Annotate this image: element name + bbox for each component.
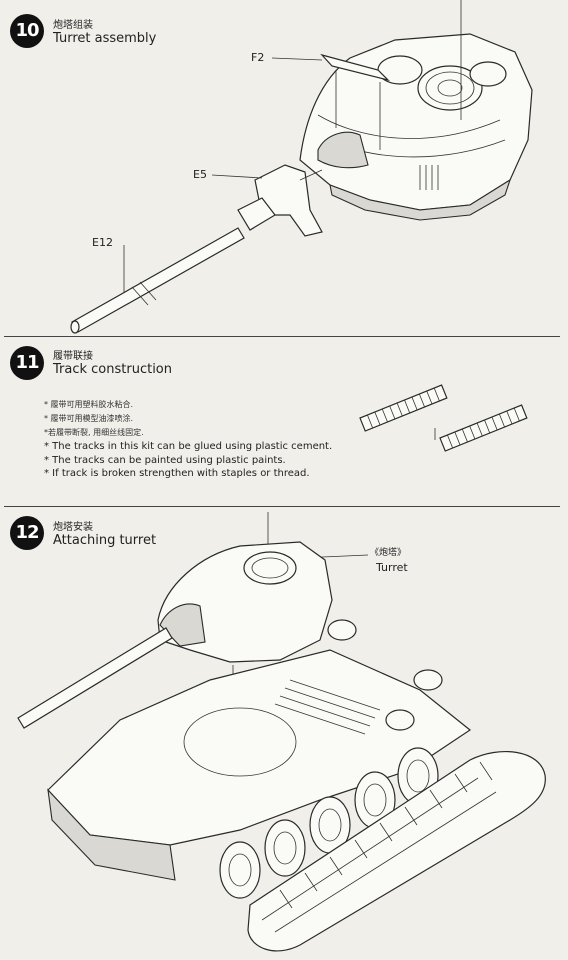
turret-assembly-drawing xyxy=(70,0,533,334)
track-notes: * 履带可用塑料胶水粘合. * 履带可用模型油漆喷涂. *若履带断裂, 用细丝线… xyxy=(44,398,332,481)
part-label-f2: F2 xyxy=(251,51,265,64)
step-12-badge: 12 xyxy=(10,516,44,550)
step-10-title-en: Turret assembly xyxy=(53,31,157,46)
note-en-2: * The tracks can be painted using plasti… xyxy=(44,454,286,466)
turret-callout-cn: 《炮塔》 xyxy=(370,548,407,558)
part-label-e12: E12 xyxy=(92,236,113,249)
step-12-title-cn: 炮塔安装 xyxy=(53,522,93,533)
step-11-badge: 11 xyxy=(10,346,44,380)
step-12-title-en: Attaching turret xyxy=(53,533,157,548)
step-10-badge: 10 xyxy=(10,14,44,48)
tank-assembly-drawing xyxy=(17,512,546,952)
step-10-title-cn: 炮塔组装 xyxy=(53,20,93,31)
step-11-section xyxy=(4,336,560,506)
note-cn-1: * 履带可用塑料胶水粘合. xyxy=(44,400,134,409)
part-label-e5: E5 xyxy=(193,168,207,181)
note-en-3: * If track is broken strengthen with sta… xyxy=(44,468,310,479)
step-11-title-cn: 履带联接 xyxy=(53,351,93,362)
note-en-1: * The tracks in this kit can be glued us… xyxy=(44,441,333,452)
note-cn-2: * 履带可用模型油漆喷涂. xyxy=(44,414,134,423)
note-cn-3: *若履带断裂, 用细丝线固定. xyxy=(44,428,144,437)
turret-callout-en: Turret xyxy=(376,561,408,574)
step-12-section xyxy=(4,506,560,960)
step-11-title-en: Track construction xyxy=(53,362,172,377)
track-links-drawing xyxy=(359,384,528,452)
